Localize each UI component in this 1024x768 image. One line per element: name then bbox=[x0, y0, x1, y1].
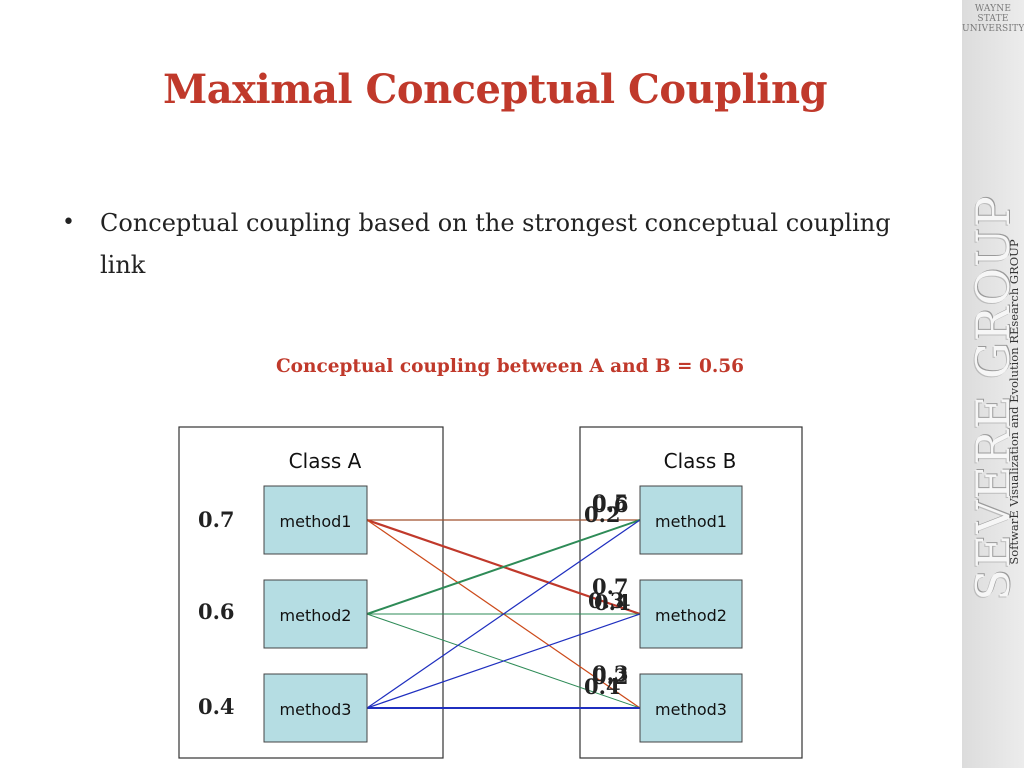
class-b-label: Class B bbox=[664, 449, 737, 473]
university-line1: WAYNE STATE bbox=[974, 4, 1012, 24]
class-a-method2-label: method2 bbox=[280, 606, 352, 625]
bullet-text: Conceptual coupling based on the stronge… bbox=[100, 209, 891, 279]
link-group bbox=[366, 518, 641, 709]
class-b-method3-weight-c: 0.4 bbox=[584, 674, 621, 699]
class-a-method1-weight: 0.7 bbox=[198, 507, 235, 532]
class-a-weights: 0.7 0.6 0.4 bbox=[198, 507, 235, 719]
class-b-method1-weight-a: 0.5 bbox=[592, 490, 629, 515]
class-b-method3-label: method3 bbox=[655, 700, 727, 719]
class-b-method2-label: method2 bbox=[655, 606, 727, 625]
class-b-method1-label: method1 bbox=[655, 512, 727, 531]
class-b-method1-weight-b: 0.6 bbox=[592, 492, 629, 517]
class-a-method2-weight: 0.6 bbox=[198, 599, 235, 624]
bullet-item: • Conceptual coupling based on the stron… bbox=[62, 202, 942, 286]
class-a-method1-label: method1 bbox=[280, 512, 352, 531]
sidebar-band bbox=[962, 0, 1024, 768]
class-a-label: Class A bbox=[289, 449, 362, 473]
link-a3-b2 bbox=[366, 613, 641, 709]
bullet-list: • Conceptual coupling based on the stron… bbox=[62, 202, 942, 286]
class-b-incoming-weights: 0.5 0.6 0.2 0.7 0.3 0.4 0.3 0.2 0.4 bbox=[584, 490, 631, 699]
university-line2: UNIVERSITY bbox=[962, 24, 1024, 34]
university-logo: WAYNE STATE UNIVERSITY bbox=[962, 4, 1024, 34]
link-a3-b1 bbox=[366, 519, 641, 709]
class-b-method2-weight-c: 0.4 bbox=[594, 590, 631, 615]
class-a-methods: method1 method2 method3 bbox=[263, 485, 368, 743]
class-b-method1-weight-c: 0.2 bbox=[584, 502, 621, 527]
class-b-methods: method1 method2 method3 bbox=[639, 485, 743, 743]
class-b-method1-box bbox=[639, 485, 743, 555]
bullet-dot-icon: • bbox=[62, 210, 75, 235]
link-a2-b1 bbox=[366, 519, 641, 615]
class-b-method3-weight-a: 0.3 bbox=[592, 661, 629, 686]
class-a-method3-label: method3 bbox=[280, 700, 352, 719]
slide-title: Maximal Conceptual Coupling bbox=[162, 66, 828, 113]
class-a-method3-box bbox=[263, 673, 368, 743]
class-a-method3-weight: 0.4 bbox=[198, 694, 235, 719]
class-a-method1-box bbox=[263, 485, 368, 555]
class-b-method2-weight-a: 0.7 bbox=[592, 574, 629, 599]
class-b-method2-box bbox=[639, 579, 743, 649]
class-b-method3-weight-b: 0.2 bbox=[592, 664, 629, 689]
coupling-result: Conceptual coupling between A and B = 0.… bbox=[275, 356, 745, 377]
class-a-method2-box bbox=[263, 579, 368, 649]
class-b-method3-box bbox=[639, 673, 743, 743]
class-b-method2-weight-b: 0.3 bbox=[588, 588, 625, 613]
